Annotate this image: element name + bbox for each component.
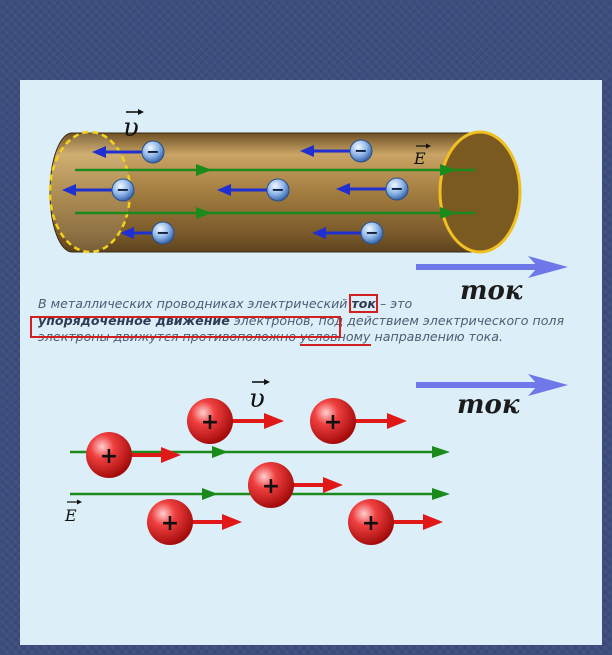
svg-text:E: E: [64, 506, 77, 525]
diagram-canvas: − − − −: [48, 109, 568, 545]
svg-text:+: +: [324, 410, 342, 435]
svg-text:−: −: [146, 142, 159, 161]
svg-text:+: +: [100, 444, 118, 469]
velocity-label-top: υ: [123, 109, 144, 143]
positive-ions: + + + +: [86, 398, 443, 545]
svg-text:ток: ток: [460, 276, 523, 306]
field-arrowhead: [440, 164, 456, 176]
electrons: − − − −: [62, 139, 409, 245]
ion: +: [248, 462, 343, 508]
term-current: ток: [349, 294, 378, 313]
electron: −: [62, 178, 135, 202]
conductor-cylinder: [48, 130, 522, 254]
svg-text:ток: ток: [457, 390, 520, 420]
svg-text:−: −: [354, 141, 367, 160]
electron: −: [300, 139, 373, 163]
electron: −: [92, 140, 165, 164]
field-line-arrowheads: [196, 164, 456, 219]
electron: −: [312, 221, 384, 245]
caption-text: В металлических проводниках электрически…: [38, 296, 352, 311]
velocity-label-bottom: υ: [249, 379, 270, 414]
svg-text:υ: υ: [123, 113, 139, 143]
ion: +: [348, 499, 443, 545]
electron: −: [217, 178, 290, 202]
svg-text:−: −: [365, 223, 378, 242]
ion: +: [187, 398, 284, 444]
field-lines-conductor: [75, 168, 475, 215]
svg-text:−: −: [271, 180, 284, 199]
electron: −: [336, 177, 409, 201]
field-label-bottom: E: [64, 499, 82, 525]
caption-text: направлению тока.: [370, 329, 504, 345]
content-panel: − − − −: [20, 80, 602, 645]
caption-text: – это: [375, 296, 413, 311]
svg-text:E: E: [413, 149, 426, 168]
svg-text:+: +: [201, 410, 219, 435]
svg-text:−: −: [390, 179, 403, 198]
conductor-end-face: [438, 130, 522, 254]
definition-highlight-box: [30, 316, 341, 338]
current-arrow-bottom: ток: [416, 374, 568, 420]
svg-text:+: +: [161, 511, 179, 536]
ion: +: [86, 432, 181, 478]
field-line-arrowheads-lower: [202, 446, 450, 500]
svg-text:−: −: [116, 180, 129, 199]
ion: +: [310, 398, 407, 444]
field-arrowhead: [196, 164, 212, 176]
svg-text:+: +: [262, 474, 280, 499]
svg-text:υ: υ: [249, 384, 265, 414]
current-arrow-top: ток: [416, 256, 568, 306]
field-label-top: E: [413, 143, 431, 168]
field-arrowhead: [440, 207, 456, 219]
ion: +: [147, 499, 242, 545]
svg-text:−: −: [156, 223, 169, 242]
svg-text:+: +: [362, 511, 380, 536]
field-arrowhead: [196, 207, 212, 219]
electron: −: [120, 221, 175, 245]
